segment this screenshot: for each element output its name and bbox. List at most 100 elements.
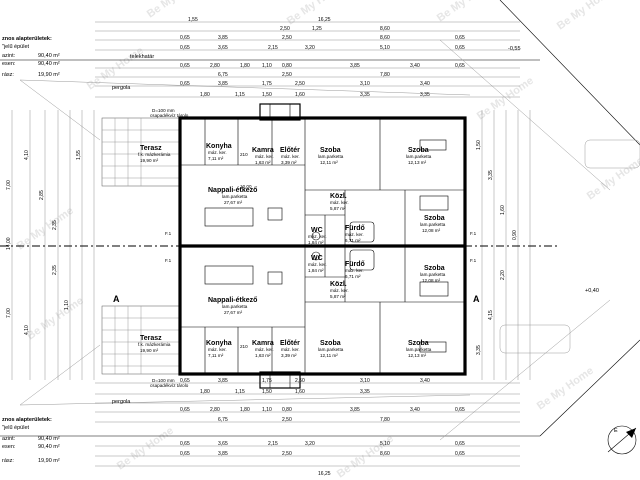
section-marker: A bbox=[473, 294, 480, 304]
pergola-label: pergola bbox=[112, 85, 131, 91]
watermark: Be My Home bbox=[15, 205, 76, 253]
dimension-label: 2,15 bbox=[268, 441, 278, 447]
watermark: Be My Home bbox=[585, 155, 640, 203]
dimension-label: 2,50 bbox=[295, 378, 305, 384]
dimension-label: 3,10 bbox=[360, 81, 370, 87]
room-finish: lam.parketta bbox=[420, 222, 446, 227]
room-konyha: Konyha máz. ker. 7,11 m² bbox=[206, 340, 232, 358]
dimension-label: 7,00 bbox=[6, 180, 12, 190]
room-name: Terasz bbox=[140, 145, 162, 152]
legend-row-value: 90,40 m² bbox=[38, 436, 60, 442]
dimension-label: 0,80 bbox=[282, 407, 292, 413]
dimension-label: 1,55 bbox=[188, 17, 198, 23]
dimension-label: 1,80 bbox=[240, 63, 250, 69]
room-area: 6,71 m² bbox=[345, 274, 361, 279]
dimension-label: 0,65 bbox=[180, 45, 190, 51]
room-name: Konyha bbox=[206, 340, 232, 347]
room-area: 1,63 m² bbox=[255, 353, 271, 358]
room-area: 7,11 m² bbox=[208, 156, 224, 161]
dimension-label: 7,00 bbox=[6, 308, 12, 318]
room-finish: máz. ker. bbox=[208, 150, 227, 155]
north-arrow bbox=[607, 425, 637, 455]
legend-row-value: 90,40 m² bbox=[38, 53, 60, 59]
pergola-label: pergola bbox=[112, 399, 131, 405]
room-szoba: Szoba lam.parketta 12,08 m² bbox=[420, 215, 446, 233]
room-name: Szoba bbox=[408, 340, 429, 347]
room-name: Szoba bbox=[424, 215, 445, 222]
dimension-label: 1,80 bbox=[240, 407, 250, 413]
legend-bottom: znos alapterületek: "jelű épület azint: … bbox=[2, 417, 60, 464]
room-wc: WC máz. ker. 1,84 m² bbox=[308, 227, 327, 245]
dimension-label: 3,40 bbox=[410, 407, 420, 413]
room-area: 12,13 m² bbox=[408, 353, 427, 358]
tank-label: D=100 mm bbox=[152, 108, 175, 113]
room-finish: máz. ker. bbox=[308, 234, 327, 239]
dimension-label: 2,80 bbox=[210, 63, 220, 69]
room-name: WC bbox=[311, 227, 323, 234]
room-area: 12,13 m² bbox=[408, 160, 427, 165]
watermark: Be My Home bbox=[435, 0, 496, 24]
watermark: Be My Home bbox=[115, 425, 176, 473]
dimension-lines-bottom bbox=[95, 382, 520, 467]
room-finish: f.k. mázkerámia bbox=[138, 152, 171, 157]
dimension-label: 2,85 bbox=[39, 190, 45, 200]
tank-label: D=100 mm bbox=[152, 378, 175, 383]
room-name: Konyha bbox=[206, 143, 232, 150]
dimension-label: 10,00 bbox=[240, 184, 252, 189]
dimension-label: 1,55 bbox=[76, 150, 82, 160]
room-kozl: Közl. máz. ker. 5,87 m² bbox=[330, 193, 349, 211]
room-finish: máz. ker. bbox=[345, 268, 364, 273]
room-finish: máz. ker. bbox=[330, 288, 349, 293]
room-finish: lam.parketta bbox=[406, 154, 432, 159]
room-terasz: Terasz f.k. mázkerámia 19,90 m² bbox=[138, 145, 171, 163]
room-finish: lam.parketta bbox=[318, 154, 344, 159]
dimension-label: 1,60 bbox=[295, 389, 305, 395]
room-name: Terasz bbox=[140, 335, 162, 342]
watermark: Be My Home bbox=[535, 365, 596, 413]
dimension-label: 7,80 bbox=[380, 417, 390, 423]
room-name: Kamra bbox=[252, 147, 274, 154]
dimension-label: 0,65 bbox=[180, 35, 190, 41]
window-tag: F.1 bbox=[165, 258, 172, 263]
legend-row-value: 90,40 m² bbox=[38, 61, 60, 67]
dimension-label: 2,50 bbox=[295, 81, 305, 87]
dimension-label: 0,65 bbox=[180, 407, 190, 413]
dimension-lines-right bbox=[481, 110, 531, 380]
dimension-label: 2,50 bbox=[280, 26, 290, 32]
dimension-label: 0,90 bbox=[512, 230, 518, 240]
dimension-label: 2,50 bbox=[282, 72, 292, 78]
dimension-label: 1,80 bbox=[200, 92, 210, 98]
dimension-label: 3,85 bbox=[350, 407, 360, 413]
watermark: Be My Home bbox=[555, 0, 616, 32]
dimension-label: 0,65 bbox=[455, 63, 465, 69]
dimension-label: 0,80 bbox=[282, 63, 292, 69]
room-finish: lam.parketta bbox=[420, 272, 446, 277]
room-name: Szoba bbox=[320, 147, 341, 154]
dimension-label: 3,40 bbox=[420, 81, 430, 87]
legend-subtitle: "jelű épület bbox=[2, 44, 29, 50]
dimension-label: 1,10 bbox=[64, 300, 70, 310]
room-eloter: Előtér máz. ker. 3,39 m² bbox=[280, 340, 300, 358]
room-area: 27,67 m² bbox=[224, 310, 243, 315]
dimension-label: 3,35 bbox=[420, 92, 430, 98]
rooms-top: Terasz f.k. mázkerámia 19,90 m² Konyha m… bbox=[138, 143, 446, 245]
dimension-label: 4,10 bbox=[24, 325, 30, 335]
watermark: Be My Home bbox=[285, 0, 346, 27]
dimension-label: 3,20 bbox=[305, 45, 315, 51]
dimension-label: 2,50 bbox=[282, 451, 292, 457]
room-finish: máz. ker. bbox=[255, 347, 274, 352]
room-finish: máz. ker. bbox=[255, 154, 274, 159]
room-area: 5,87 m² bbox=[330, 294, 346, 299]
room-name: Szoba bbox=[408, 147, 429, 154]
dimension-label: 1,75 bbox=[262, 378, 272, 384]
property-line-label: telekhatár bbox=[130, 54, 154, 60]
dimension-label: 0,65 bbox=[455, 451, 465, 457]
window-tag: F.1 bbox=[165, 231, 172, 236]
room-konyha: Konyha máz. ker. 7,11 m² bbox=[206, 143, 232, 161]
dimension-label: 3,85 bbox=[218, 35, 228, 41]
room-finish: lam.parketta bbox=[318, 347, 344, 352]
room-name: Fürdő bbox=[345, 225, 365, 232]
dimension-label: 1,75 bbox=[262, 81, 272, 87]
car-outline bbox=[499, 139, 640, 354]
dimension-label: 0,65 bbox=[180, 63, 190, 69]
